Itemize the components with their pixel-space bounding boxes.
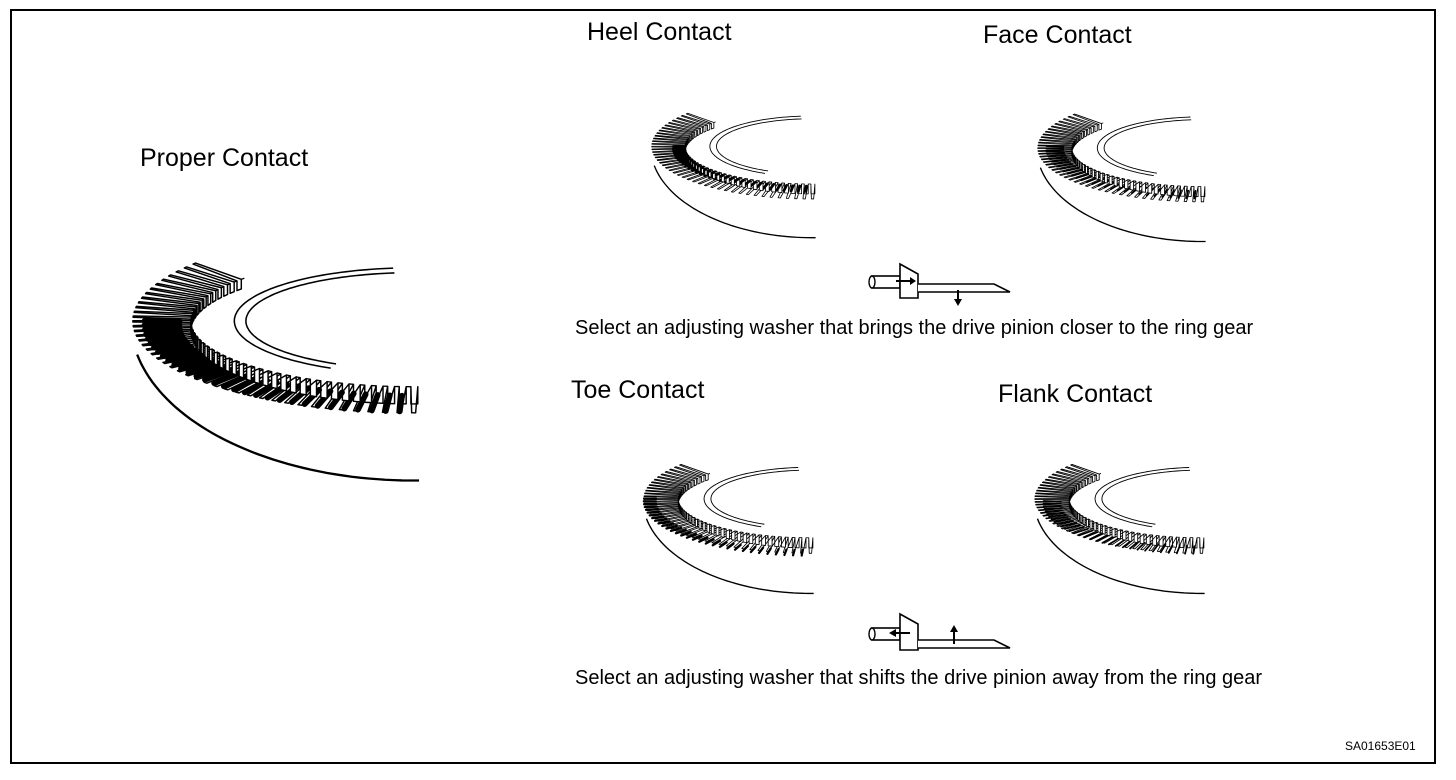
label-proper-contact: Proper Contact [140,144,309,172]
caption-closer-to-ring-gear: Select an adjusting washer that brings t… [575,317,1254,339]
label-heel-contact: Heel Contact [587,18,732,46]
caption-away-from-ring-gear: Select an adjusting washer that shifts t… [575,667,1263,689]
gear-heel-contact [651,112,816,239]
pinion-away-icon [868,612,1011,651]
label-flank-contact: Flank Contact [998,380,1153,408]
label-toe-contact: Toe Contact [571,376,705,404]
diagram-frame [10,9,1436,764]
pinion-closer-icon [868,262,1011,306]
gear-face-contact [1037,113,1206,243]
label-face-contact: Face Contact [983,21,1132,49]
gear-toe-contact [642,464,814,595]
figure-code: SA01653E01 [1345,739,1416,753]
gear-proper-contact [132,262,420,482]
gear-flank-contact [1034,464,1205,595]
